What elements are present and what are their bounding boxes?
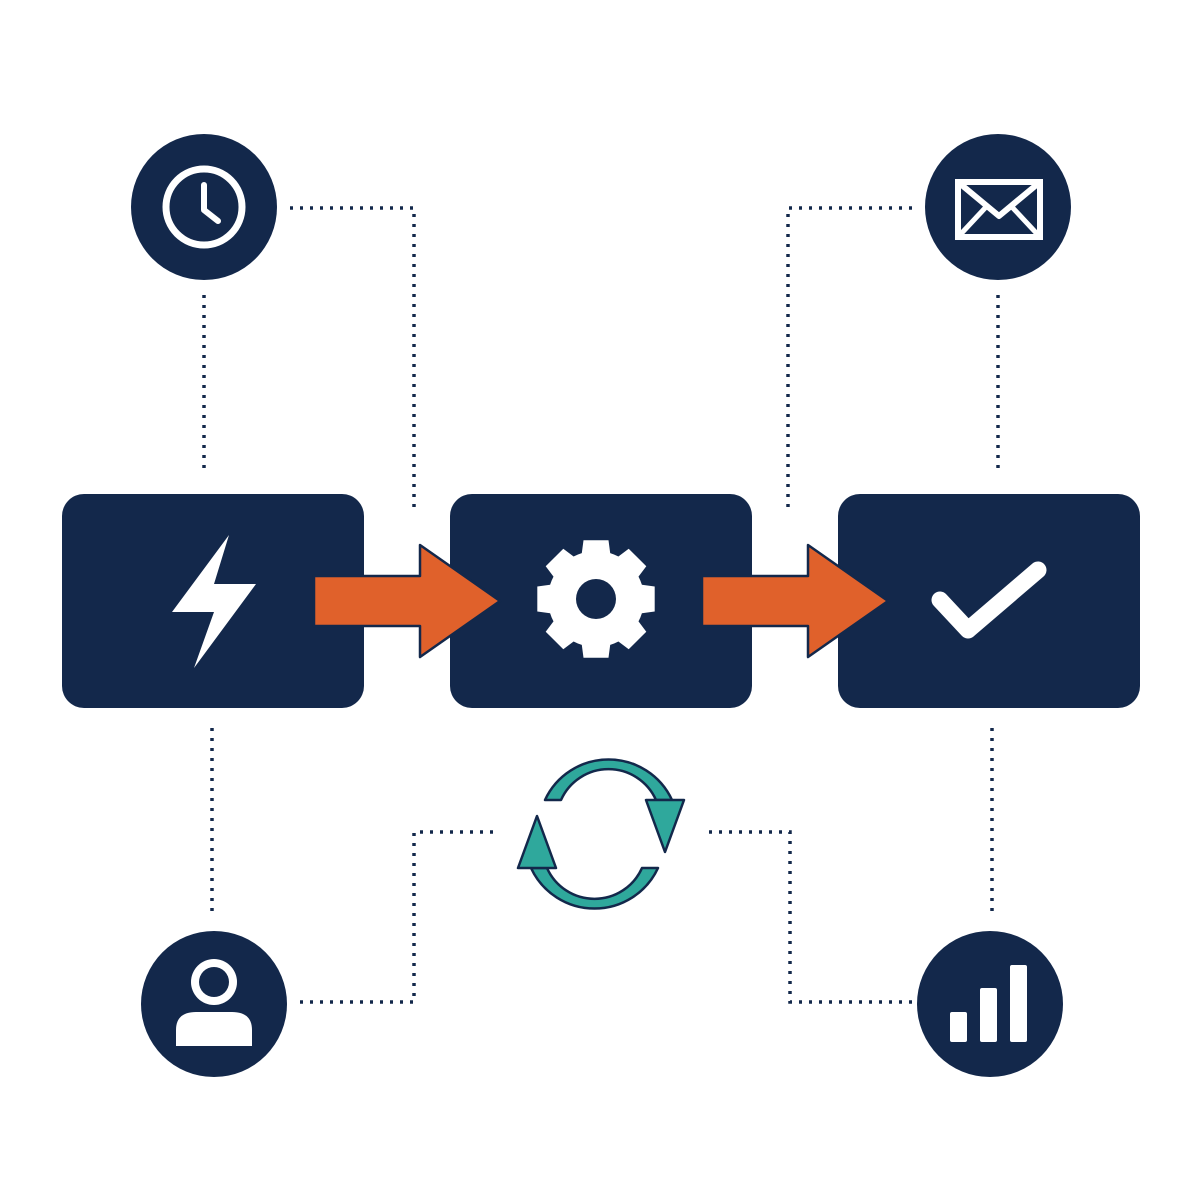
notification-node[interactable] xyxy=(925,134,1071,280)
connectors xyxy=(202,206,1000,1004)
flow-arrows xyxy=(312,543,890,659)
connector-schedule-to-process xyxy=(290,206,416,510)
connector-analytics-to-cycle xyxy=(706,830,912,1004)
analytics-node[interactable] xyxy=(917,931,1063,1077)
user-icon xyxy=(176,959,252,1046)
bar-chart-icon xyxy=(950,965,1027,1042)
clock-icon xyxy=(162,165,246,249)
lightning-bolt-icon xyxy=(172,535,256,668)
connector-notification-to-complete xyxy=(786,206,912,510)
checkmark-icon xyxy=(931,561,1047,639)
flow-arrow-trigger-to-process xyxy=(312,543,502,659)
process-step[interactable] xyxy=(450,494,752,708)
envelope-icon xyxy=(955,179,1043,240)
user-node[interactable] xyxy=(141,931,287,1077)
connector-user-to-cycle xyxy=(300,830,500,1004)
refresh-cycle-icon xyxy=(516,758,686,910)
flow-arrow-process-to-complete xyxy=(700,543,890,659)
gear-icon xyxy=(537,540,655,658)
schedule-node[interactable] xyxy=(131,134,277,280)
